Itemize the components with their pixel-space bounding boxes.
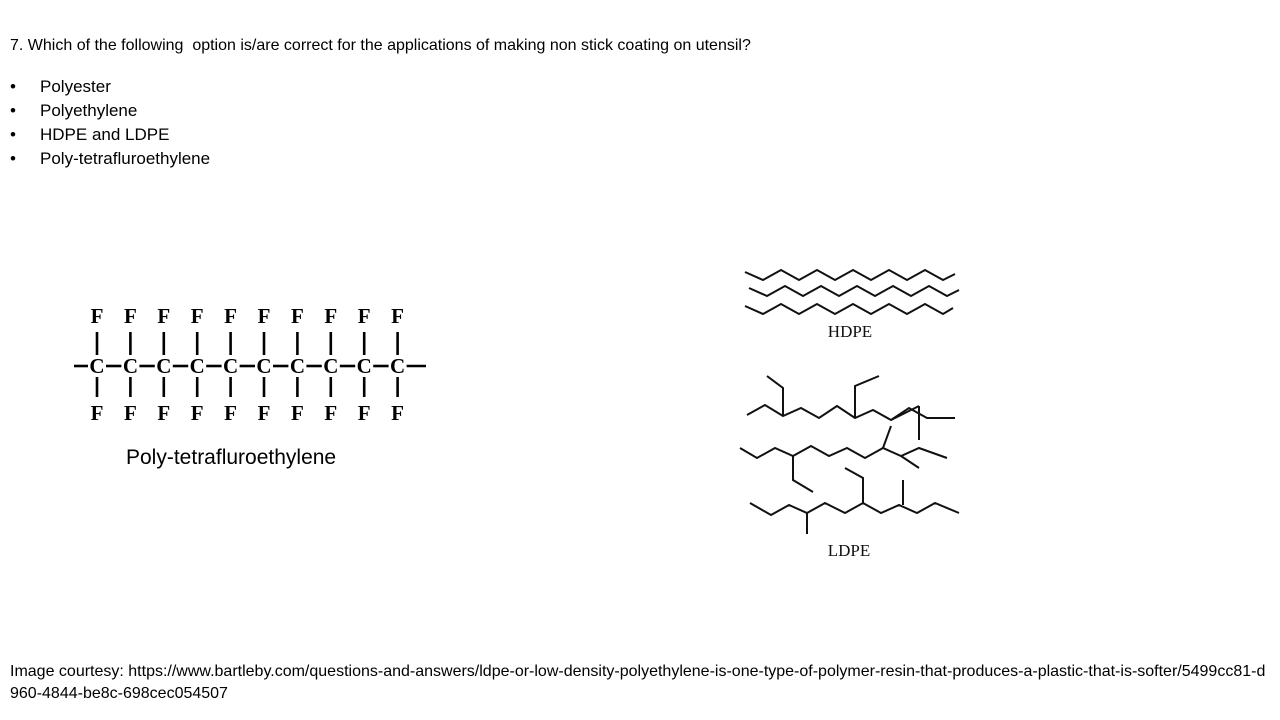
fluorine-atom: F bbox=[291, 304, 304, 328]
option-item: • Polyester bbox=[10, 75, 210, 99]
fluorine-atom: F bbox=[324, 401, 337, 425]
carbon-atom: C bbox=[190, 354, 205, 378]
hdpe-chain bbox=[748, 284, 960, 298]
ldpe-chain bbox=[749, 501, 960, 517]
fluorine-atom: F bbox=[191, 401, 204, 425]
fluorine-atom: F bbox=[91, 304, 104, 328]
option-item: • HDPE and LDPE bbox=[10, 123, 210, 147]
bullet-icon: • bbox=[10, 149, 16, 168]
fluorine-atom: F bbox=[157, 401, 170, 425]
bullet-icon: • bbox=[10, 101, 16, 120]
option-label: HDPE and LDPE bbox=[40, 125, 170, 144]
carbon-atom: C bbox=[323, 354, 338, 378]
polyethylene-chains: HDPE LDPE bbox=[735, 260, 970, 565]
carbon-atom: C bbox=[256, 354, 271, 378]
fluorine-atom: F bbox=[124, 304, 137, 328]
fluorine-atom: F bbox=[258, 401, 271, 425]
ldpe-chain bbox=[746, 403, 955, 422]
option-list: •Polyester •Polyethylene •HDPE and LDPE … bbox=[10, 75, 210, 171]
question-text: 7. Which of the following option is/are … bbox=[10, 37, 751, 54]
carbon-atom: C bbox=[357, 354, 372, 378]
fluorine-atom: F bbox=[291, 401, 304, 425]
ldpe-chain bbox=[739, 444, 948, 460]
fluorine-atom: F bbox=[391, 304, 404, 328]
carbon-atom: C bbox=[390, 354, 405, 378]
ldpe-branch bbox=[792, 456, 814, 493]
bullet-icon: • bbox=[10, 77, 16, 96]
fluorine-atom: F bbox=[224, 304, 237, 328]
carbon-atom: C bbox=[89, 354, 104, 378]
option-label: Poly-tetrafluroethylene bbox=[40, 149, 211, 168]
fluorine-atom: F bbox=[91, 401, 104, 425]
hdpe-chain bbox=[744, 302, 954, 316]
ldpe-branch bbox=[766, 375, 784, 416]
fluorine-atom: F bbox=[258, 304, 271, 328]
hdpe-chain bbox=[744, 268, 956, 282]
fluorine-atom: F bbox=[124, 401, 137, 425]
fluorine-atom: F bbox=[358, 401, 371, 425]
fluorine-atom: F bbox=[391, 401, 404, 425]
image-courtesy: Image courtesy: https://www.bartleby.com… bbox=[10, 663, 1266, 702]
fluorine-atom: F bbox=[324, 304, 337, 328]
carbon-atom: C bbox=[223, 354, 238, 378]
ldpe-branch bbox=[854, 375, 880, 418]
ptfe-caption: Poly-tetrafluroethylene bbox=[126, 446, 337, 469]
ldpe-label: LDPE bbox=[828, 541, 871, 560]
ldpe-branch bbox=[900, 455, 920, 469]
option-label: Polyethylene bbox=[40, 101, 138, 120]
option-item: • Polyethylene bbox=[10, 99, 210, 123]
option-label: Polyester bbox=[40, 77, 111, 96]
fluorine-atom: F bbox=[224, 401, 237, 425]
ldpe-branch bbox=[844, 467, 864, 503]
carbon-atom: C bbox=[290, 354, 305, 378]
hdpe-label: HDPE bbox=[828, 322, 872, 341]
hdpe-ldpe-diagram: HDPE LDPE bbox=[739, 268, 960, 560]
carbon-atom: C bbox=[123, 354, 138, 378]
ldpe-branch bbox=[890, 405, 920, 421]
fluorine-atom: F bbox=[157, 304, 170, 328]
carbon-atom: C bbox=[156, 354, 171, 378]
option-item: • Poly-tetrafluroethylene bbox=[10, 147, 210, 171]
ldpe-branch bbox=[882, 425, 892, 449]
fluorine-atom: F bbox=[191, 304, 204, 328]
fluorine-atom: F bbox=[358, 304, 371, 328]
bullet-icon: • bbox=[10, 125, 16, 144]
